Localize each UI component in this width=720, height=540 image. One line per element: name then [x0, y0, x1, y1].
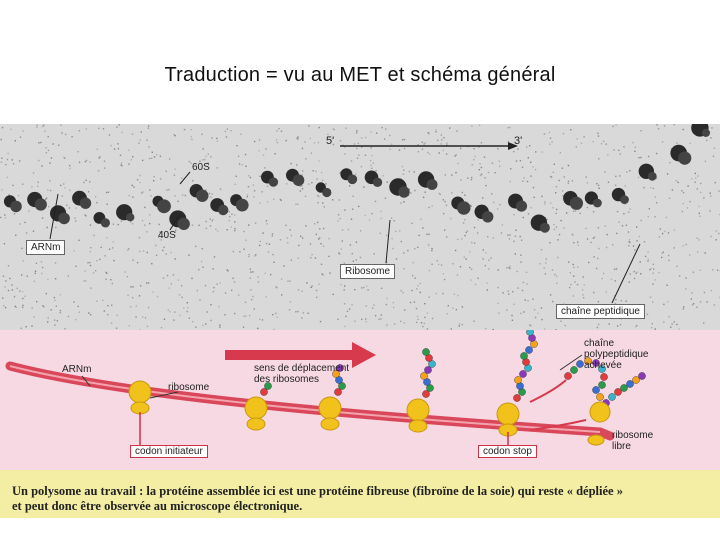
finished-chain-bead — [600, 373, 607, 380]
ribosome-large-subunit — [497, 403, 519, 425]
ribosome-particle — [101, 218, 110, 227]
finished-chain-bead — [598, 381, 605, 388]
ribosome-particle — [35, 198, 47, 210]
ribosome-large-subunit — [129, 381, 151, 403]
ribosome-large-subunit — [245, 397, 267, 419]
finished-chain-bead — [608, 393, 615, 400]
ribosome-pointer — [386, 220, 390, 263]
ribosome-particle — [678, 152, 691, 165]
caption-line-2: et peut donc être observée au microscope… — [12, 499, 712, 514]
ribosome-particle — [293, 174, 305, 186]
label-arnm-micrograph: ARNm — [26, 240, 65, 255]
amino-acid-bead — [525, 346, 532, 353]
ribosome-particle — [516, 201, 527, 212]
ribosome-particle — [648, 172, 657, 181]
ribosome-particle — [702, 129, 710, 137]
caption-line-1: Un polysome au travail : la protéine ass… — [12, 484, 712, 499]
free-ribosome-small — [588, 435, 604, 445]
ribosome-particle — [457, 201, 470, 214]
ribosome-small-subunit — [409, 420, 427, 432]
slide-title: Traduction = vu au MET et schéma général — [0, 64, 720, 87]
label-arnm-schema: ARNm — [62, 364, 91, 375]
finished-chain-bead — [564, 372, 571, 379]
micrograph-grain — [0, 124, 720, 330]
micrograph-image — [0, 124, 720, 330]
ribosome-particle — [348, 175, 358, 185]
label-direction-line1: sens de déplacement — [254, 363, 349, 374]
ribosome-particle — [620, 195, 629, 204]
direction-arrow-head — [352, 342, 376, 368]
label-free-ribosome-line1: ribosome — [612, 430, 653, 441]
label-free-ribosome-line2: libre — [612, 441, 631, 452]
ribosome-particle — [427, 179, 438, 190]
electron-micrograph: 5' 3' 60S 40S ARNm Ribosome chaîne pepti… — [0, 124, 720, 330]
ribosome-particle — [540, 223, 550, 233]
label-60s: 60S — [192, 162, 210, 173]
amino-acid-bead — [519, 370, 526, 377]
amino-acid-bead — [513, 394, 520, 401]
finished-chain-bead — [596, 393, 603, 400]
ribosome-particle — [398, 186, 409, 197]
ribosome-particle — [157, 199, 171, 213]
ribosome-large-subunit — [319, 397, 341, 419]
finished-chain-bead — [576, 360, 583, 367]
finished-chain-bead — [570, 366, 577, 373]
ribosome-particle — [236, 199, 249, 212]
label-chain-line3: achevée — [584, 360, 622, 371]
ribosome-small-subunit — [247, 418, 265, 430]
figure-caption: Un polysome au travail : la protéine ass… — [0, 470, 720, 518]
label-ribosome-schema: ribosome — [168, 382, 209, 393]
direction-arrow-body — [225, 350, 355, 360]
label-5-prime: 5' — [326, 136, 334, 147]
amino-acid-bead — [520, 352, 527, 359]
amino-acid-bead — [514, 376, 521, 383]
ribosome-particle — [218, 205, 228, 215]
ribosome-particle — [373, 178, 382, 187]
polysome-ribosomes — [4, 124, 710, 233]
ribosome-particle — [178, 218, 190, 230]
label-chain-line2: polypeptidique — [584, 349, 649, 360]
ribosome-particle — [593, 199, 602, 208]
finished-chain-bead — [638, 372, 645, 379]
label-start-codon: codon initiateur — [130, 445, 208, 458]
ribosome-large-subunit — [407, 399, 429, 421]
ribosome-particle — [58, 213, 70, 225]
label-3-prime: 3' — [514, 136, 522, 147]
translation-figure: 5' 3' 60S 40S ARNm Ribosome chaîne pepti… — [0, 124, 720, 518]
ribosome-particle — [10, 201, 22, 213]
ribosome-particle — [80, 198, 91, 209]
ribosome-particle — [482, 211, 493, 222]
amino-acid-bead — [422, 348, 429, 355]
label-40s: 40S — [158, 230, 176, 241]
amino-acid-bead — [526, 330, 533, 336]
ribosome-particle — [570, 197, 583, 210]
ribosome-small-subunit — [321, 418, 339, 430]
ribosome-particle — [322, 188, 331, 197]
caption-text: Un polysome au travail : la protéine ass… — [12, 484, 712, 514]
label-chain-line1: chaîne — [584, 338, 614, 349]
label-ribosome-micrograph: Ribosome — [340, 264, 395, 279]
release-arrow-chain — [530, 380, 566, 402]
ribosome-particle — [126, 213, 134, 221]
ribosome-particle — [196, 190, 208, 202]
label-stop-codon: codon stop — [478, 445, 537, 458]
label-peptide-chain-micrograph: chaîne peptidique — [556, 304, 645, 319]
ribosome-particle — [269, 177, 278, 186]
label-direction-line2: des ribosomes — [254, 374, 319, 385]
free-ribosome-large — [590, 402, 610, 422]
finished-chain-bead — [592, 386, 599, 393]
